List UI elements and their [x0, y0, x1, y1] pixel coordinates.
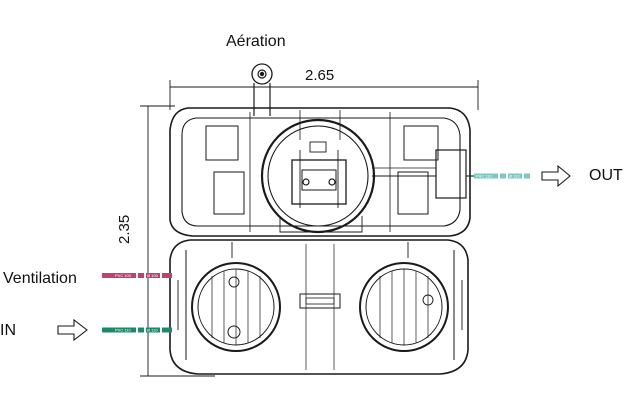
depth-dimension-label: 2.35 [116, 214, 133, 244]
ventilation-label: Ventilation [3, 270, 77, 287]
ventilation-pipe-tag-2: Ø 100 [147, 273, 159, 278]
out-pipe-tag-2: Ø 110 [509, 174, 520, 179]
ventilation-pipe-tag-1: PVC 100 [115, 273, 132, 278]
out-pipe: PVC 110 Ø 110 [474, 173, 530, 179]
lower-tank-body [169, 239, 469, 375]
width-dimension-label: 2.65 [305, 67, 335, 84]
out-pipe-tag-1: PVC 110 [476, 174, 492, 179]
upper-tank-body [169, 107, 471, 237]
in-pipe-tag-1: PVC 110 [115, 328, 131, 333]
in-arrow-icon [57, 318, 88, 342]
ventilation-pipe: PVC 100 Ø 100 [102, 273, 172, 278]
central-manhole [260, 118, 376, 234]
in-label: IN [0, 322, 16, 339]
out-arrow-icon [541, 164, 571, 188]
outlet-stub [372, 149, 478, 199]
aeration-fitting [251, 63, 273, 116]
in-pipe-tag-2: Ø 110 [147, 328, 158, 333]
aeration-label: Aération [226, 33, 286, 50]
out-label: OUT [589, 167, 623, 184]
right-compartment-opening [359, 262, 449, 352]
in-pipe: PVC 110 Ø 110 [102, 327, 172, 333]
left-compartment-opening [191, 262, 281, 352]
